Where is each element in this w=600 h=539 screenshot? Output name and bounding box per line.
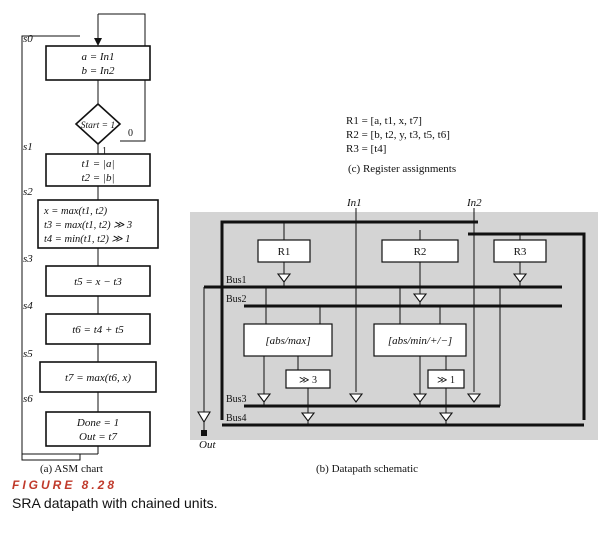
decision-label: Start = 1 bbox=[81, 121, 115, 131]
asm-s1-line-1: t1 = |a| bbox=[81, 158, 114, 170]
state-box-s1 bbox=[45, 153, 151, 187]
asm-s2-line-1: x = max(t1, t2) bbox=[43, 206, 108, 217]
state-box-s6 bbox=[45, 411, 151, 447]
unit-abs-min-label: [abs/min/+/−] bbox=[388, 335, 452, 347]
datapath-caption: (b) Datapath schematic bbox=[316, 463, 418, 475]
figure-caption-block: FIGURE 8.28 SRA datapath with chained un… bbox=[12, 478, 572, 511]
unit-abs-max-label: [abs/max] bbox=[265, 335, 310, 347]
shift-right-1-label: ≫ 1 bbox=[437, 375, 455, 386]
asm-s2-line-3: t4 = min(t1, t2) ≫ 1 bbox=[44, 234, 130, 245]
register-label-r1: R1 bbox=[278, 246, 291, 258]
register-assignments: R1 = [a, t1, x, t7] R2 = [b, t2, y, t3, … bbox=[346, 115, 456, 175]
asm-s4-line-1: t6 = t4 + t5 bbox=[72, 324, 124, 336]
state-label-s6: s6 bbox=[23, 393, 33, 405]
bus-label-3: Bus3 bbox=[226, 394, 247, 405]
asm-caption: (a) ASM chart bbox=[40, 463, 103, 475]
state-label-s5: s5 bbox=[23, 348, 33, 360]
register-label-r3: R3 bbox=[514, 246, 527, 258]
sra-figure: s0 s1 s2 s3 s4 s5 s6 a = In1 b = In2 Sta… bbox=[21, 13, 598, 475]
asm-s6-line-1: Done = 1 bbox=[76, 417, 119, 429]
decision-true-label: 1 bbox=[102, 146, 107, 157]
input-label-in2: In2 bbox=[466, 197, 482, 209]
state-label-s3: s3 bbox=[23, 253, 33, 265]
output-label: Out bbox=[199, 439, 216, 451]
asm-s1-line-2: t2 = |b| bbox=[81, 172, 114, 184]
input-label-in1: In1 bbox=[346, 197, 362, 209]
bus-label-1: Bus1 bbox=[226, 275, 247, 286]
asm-s2-line-2: t3 = max(t1, t2) ≫ 3 bbox=[44, 220, 132, 231]
datapath-schematic: In1 In2 R1 R2 R3 Bus1 Bus2 Bus3 Bus4 bbox=[190, 197, 598, 475]
register-label-r2: R2 bbox=[414, 246, 427, 258]
state-box-s2 bbox=[37, 199, 159, 249]
asm-chart: s0 s1 s2 s3 s4 s5 s6 a = In1 b = In2 Sta… bbox=[21, 13, 159, 475]
figure-caption: SRA datapath with chained units. bbox=[12, 495, 218, 511]
state-label-s2: s2 bbox=[23, 186, 33, 198]
decision-false-label: 0 bbox=[128, 128, 133, 139]
state-label-s4: s4 bbox=[23, 300, 33, 312]
bus-label-2: Bus2 bbox=[226, 294, 247, 305]
state-label-s1: s1 bbox=[23, 141, 33, 153]
unit-abs-max bbox=[243, 323, 333, 357]
asm-s0-line-2: b = In2 bbox=[81, 65, 115, 77]
register-line-r1: R1 = [a, t1, x, t7] bbox=[346, 115, 422, 127]
state-box-s5 bbox=[39, 361, 157, 393]
register-line-r2: R2 = [b, t2, y, t3, t5, t6] bbox=[346, 129, 450, 141]
bus-label-4: Bus4 bbox=[226, 413, 247, 424]
unit-abs-min-add-sub bbox=[373, 323, 467, 357]
register-caption: (c) Register assignments bbox=[348, 163, 456, 175]
asm-s5-line-1: t7 = max(t6, x) bbox=[65, 372, 131, 384]
asm-s3-line-1: t5 = x − t3 bbox=[74, 276, 122, 288]
register-line-r3: R3 = [t4] bbox=[346, 143, 386, 155]
asm-s0-line-1: a = In1 bbox=[81, 51, 114, 63]
asm-s6-line-2: Out = t7 bbox=[79, 431, 117, 443]
state-box-s3 bbox=[45, 265, 151, 297]
state-label-s0: s0 bbox=[23, 33, 33, 45]
figure-label: FIGURE 8.28 bbox=[12, 478, 118, 492]
shift-right-3-label: ≫ 3 bbox=[299, 375, 317, 386]
